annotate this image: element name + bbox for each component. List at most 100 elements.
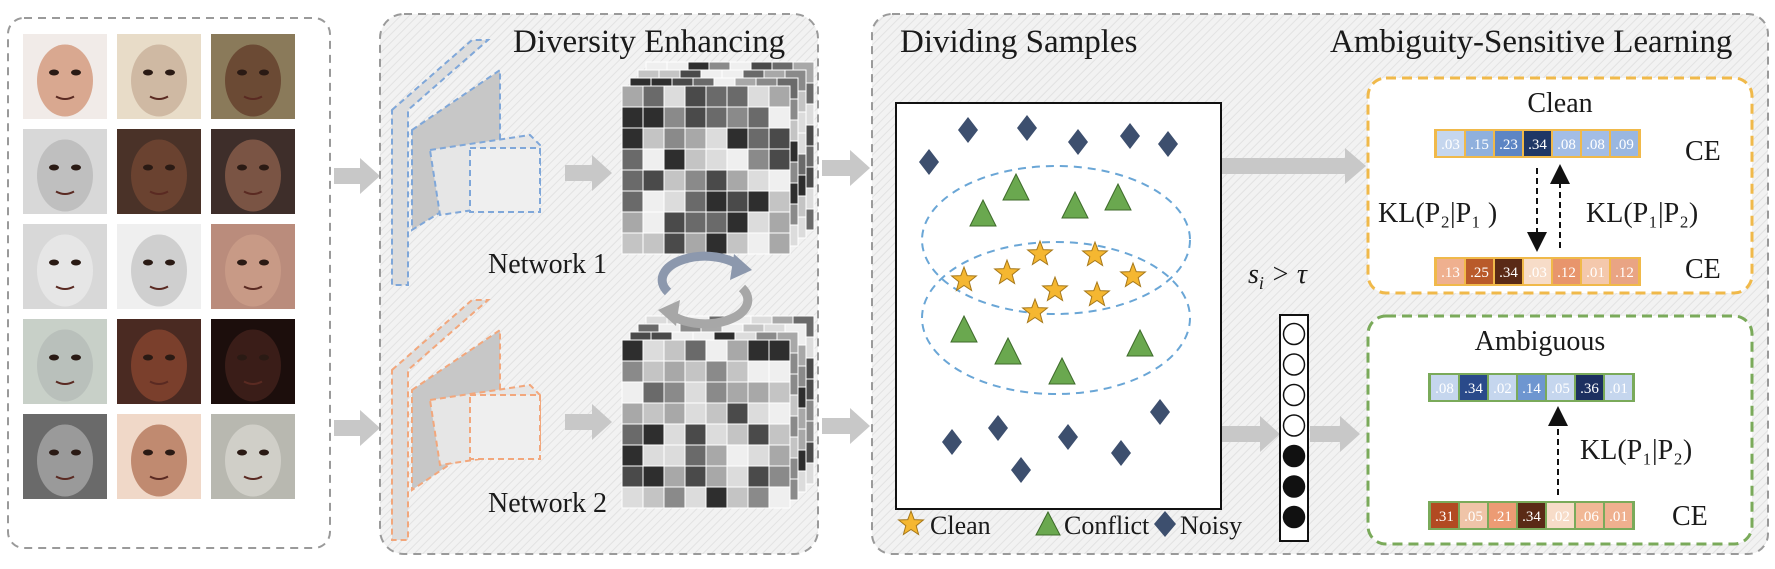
feature-layer-front	[621, 85, 791, 255]
prob-cell	[1460, 503, 1487, 528]
prob-cell-value: .12	[1557, 265, 1576, 281]
clean-box: Clean .03.15.23.34.08.08.09 .13.25.34.03…	[1366, 76, 1754, 295]
score-circle	[1282, 414, 1306, 437]
face-8	[117, 224, 201, 309]
noisy-diamond	[1058, 424, 1078, 450]
score-column	[1279, 314, 1309, 542]
prob-cell-value: .36	[1580, 381, 1599, 397]
face-1	[23, 34, 107, 119]
conflict-triangle	[969, 198, 997, 227]
feature-map-1	[621, 61, 815, 255]
conflict-triangle	[994, 336, 1022, 365]
prob-cell-value: .12	[1615, 265, 1634, 281]
network-1-label: Network 1	[488, 249, 607, 280]
noisy-diamond	[1017, 115, 1037, 141]
face-grid	[23, 34, 295, 499]
prob-cell	[1524, 259, 1551, 284]
score-circle	[1282, 505, 1306, 529]
legend-star-icon	[897, 509, 925, 536]
face-9	[211, 224, 295, 309]
noisy-diamond	[942, 429, 962, 455]
prob-cell	[1605, 375, 1632, 400]
noisy-diamond	[1120, 123, 1140, 149]
face-3	[211, 34, 295, 119]
ambiguous-prob-row-1: .08.34.02.14.05.36.01	[1428, 373, 1635, 402]
conflict-triangle	[1104, 182, 1132, 211]
legend: Clean Conflict Noisy	[897, 509, 1242, 540]
conflict-triangle	[1061, 190, 1089, 219]
prob-cell-value: .01	[1609, 381, 1628, 397]
prob-cell	[1437, 259, 1464, 284]
prob-cell-value: .03	[1528, 265, 1547, 281]
face-2	[117, 34, 201, 119]
face-12	[211, 319, 295, 404]
face-10	[23, 319, 107, 404]
to-dividing-arrow-2	[822, 408, 870, 444]
prob-cell-value: .01	[1609, 509, 1628, 525]
ambiguous-box-title: Ambiguous	[1475, 326, 1606, 357]
face-7	[23, 224, 107, 309]
threshold-label: si > τ	[1248, 259, 1308, 293]
score-circle	[1282, 383, 1306, 407]
prob-cell-value: .23	[1499, 137, 1518, 153]
input-arrow-bottom	[334, 410, 380, 446]
face-15	[211, 414, 295, 499]
prob-cell-value: .21	[1493, 509, 1512, 525]
prob-cell-value: .02	[1551, 509, 1570, 525]
to-score-arrow	[1222, 416, 1280, 452]
face-11	[117, 319, 201, 404]
prob-cell-value: .06	[1580, 509, 1599, 525]
clean-conflict-ellipse-bottom	[921, 241, 1191, 395]
clean-prob-row-1: .03.15.23.34.08.08.09	[1434, 129, 1641, 158]
feature-map-2	[621, 315, 815, 509]
network-2-label: Network 2	[488, 488, 607, 519]
diversity-panel: Diversity Enhancing Network 1 Network 2	[379, 13, 819, 555]
score-circle	[1282, 444, 1306, 468]
noisy-diamond	[988, 415, 1008, 441]
face-4	[23, 129, 107, 214]
prob-cell-value: .34	[1499, 265, 1518, 281]
score-circle	[1282, 353, 1306, 376]
noisy-diamond	[958, 117, 978, 143]
prob-cell	[1437, 131, 1464, 156]
ambiguous-box: Ambiguous .08.34.02.14.05.36.01 .31.05.2…	[1366, 314, 1754, 546]
noisy-diamond	[1150, 399, 1170, 425]
prob-cell-value: .05	[1551, 381, 1570, 397]
noisy-diamond	[1011, 457, 1031, 483]
conflict-triangle	[950, 314, 978, 343]
legend-noisy-label: Noisy	[1180, 511, 1242, 540]
noisy-diamond	[1158, 131, 1178, 157]
prob-cell	[1495, 259, 1522, 284]
prob-cell	[1553, 259, 1580, 284]
noisy-diamond	[919, 149, 939, 175]
prob-cell	[1466, 259, 1493, 284]
feature-layer-front	[621, 339, 791, 509]
face-5	[117, 129, 201, 214]
clean-ce-label-2: CE	[1685, 254, 1721, 285]
to-clean-arrow	[1222, 148, 1366, 184]
ambiguous-prob-row-2: .31.05.21.34.02.06.01	[1428, 501, 1635, 530]
prob-cell-value: .34	[1522, 509, 1541, 525]
clean-kl-right: KL(P₁|P₂)	[1586, 198, 1698, 229]
prob-cell-value: .08	[1586, 137, 1605, 153]
clean-star	[1081, 240, 1109, 267]
prob-cell	[1495, 131, 1522, 156]
network-2-shape	[391, 299, 541, 541]
legend-conflict-label: Conflict	[1064, 511, 1150, 540]
legend-triangle-icon	[1035, 510, 1061, 536]
to-dividing-arrow-1	[822, 150, 870, 186]
network-1-shape	[391, 39, 541, 286]
prob-cell	[1611, 259, 1638, 284]
face-panel	[7, 17, 331, 549]
conflict-triangle	[1002, 172, 1030, 201]
dividing-title: Dividing Samples	[900, 24, 1137, 60]
prob-cell-value: .03	[1441, 137, 1460, 153]
prob-cell-value: .08	[1557, 137, 1576, 153]
prob-cell-value: .15	[1470, 137, 1489, 153]
clean-star	[1119, 261, 1147, 288]
clean-box-title: Clean	[1527, 88, 1592, 119]
conflict-triangle	[1126, 328, 1154, 357]
prob-cell	[1466, 131, 1493, 156]
to-ambiguous-arrow	[1310, 416, 1360, 452]
